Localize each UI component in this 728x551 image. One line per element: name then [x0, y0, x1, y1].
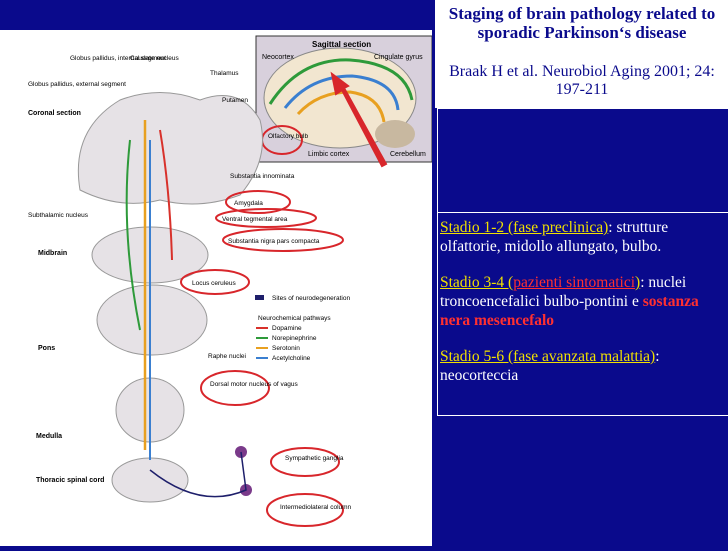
stage-3-4-link-a[interactable]: Stadio 3-4 ( [440, 274, 514, 291]
circle-snpc [222, 228, 344, 252]
divider-bottom [437, 415, 728, 416]
circle-vta [215, 208, 317, 228]
label-coronal: Coronal section [28, 110, 81, 117]
label-caudate: Caudate nucleus [130, 55, 180, 62]
sagittal-neocortex-line [268, 58, 414, 105]
pathway-sympathetic [149, 451, 247, 498]
stage-3-4-link-c[interactable]: ) [635, 274, 641, 291]
sagittal-cingulate-line [283, 74, 400, 111]
circle-amygdala [225, 190, 291, 214]
stages-panel: Stadio 1-2 (fase preclinica): strutture … [440, 218, 725, 402]
circle-intermedio [266, 493, 344, 527]
label-snpc: Substantia nigra pars compacta [228, 238, 320, 245]
reference-citation: Braak H et al. Neurobiol Aging 2001; 24:… [449, 63, 715, 98]
label-dorsal-motor: Dorsal motor nucleus of vagus [210, 381, 299, 388]
stage-3-4-link-b[interactable]: pazienti sintomatici [513, 274, 636, 291]
pathology-figure: Sagittal section Neocortex Cingulate gyr… [0, 30, 433, 546]
label-cingulate: Cingulate gyrus [374, 54, 423, 61]
legend-sites: Sites of neurodegeneration [272, 295, 350, 302]
thoracic-section [111, 457, 189, 503]
label-raphe: Raphe nuclei [208, 353, 246, 360]
label-subthalamic: Subthalamic nucleus [28, 212, 89, 219]
label-subst-innominata: Substantia innominata [230, 173, 295, 180]
circle-dorsal-motor [200, 370, 270, 406]
stage-5-6-link[interactable]: Stadio 5-6 (fase avanzata malattia) [440, 348, 656, 365]
stage-5-6-text: : neocorteccia [440, 348, 660, 384]
label-thoracic: Thoracic spinal cord [36, 477, 104, 484]
sagittal-cerebellum [375, 120, 415, 148]
red-arrow [330, 71, 388, 168]
sagittal-limbic-line [296, 90, 386, 123]
circle-locus [180, 269, 250, 295]
pons-section [96, 284, 208, 356]
label-cerebellum: Cerebellum [390, 151, 426, 158]
legend-pathways: Neurochemical pathways [258, 315, 331, 322]
stage-1-2-link[interactable]: Stadio 1-2 (fase preclinica) [440, 219, 609, 236]
label-amygdala: Amygdala [234, 200, 263, 207]
divider-middle [437, 212, 728, 213]
divider-vertical [437, 108, 438, 416]
stage-3-4: Stadio 3-4 (pazienti sintomatici): nucle… [440, 273, 725, 330]
figure-svg: Sagittal section Neocortex Cingulate gyr… [5, 30, 433, 546]
sagittal-title: Sagittal section [312, 40, 371, 49]
label-thalamus: Thalamus [210, 70, 239, 77]
label-medulla: Medulla [36, 433, 62, 440]
legend-ach: Acetylcholine [272, 355, 311, 362]
label-gp-internal: Globus pallidus, internal segment [70, 55, 166, 62]
pathway-dopamine [159, 129, 173, 261]
coronal-brain [77, 92, 263, 205]
label-olfactory: Olfactory bulb [268, 133, 308, 140]
label-gp-external: Globus pallidus, external segment [28, 81, 126, 88]
label-sympathetic: Sympathetic ganglia [285, 455, 344, 462]
label-limbic: Limbic cortex [308, 151, 350, 158]
stage-1-2: Stadio 1-2 (fase preclinica): strutture … [440, 218, 725, 256]
stage-5-6: Stadio 5-6 (fase avanzata malattia): neo… [440, 347, 725, 385]
label-putamen: Putamen [222, 97, 248, 104]
divider-top [437, 108, 728, 109]
stage-1-2-text: : strutture olfattorie, midollo allungat… [440, 219, 669, 255]
header-background [435, 0, 728, 108]
stage-3-4-text: : nuclei troncoencefalici bulbo-pontini … [440, 274, 687, 310]
label-midbrain: Midbrain [38, 250, 67, 257]
legend-serotonin: Serotonin [272, 345, 300, 352]
label-neocortex: Neocortex [262, 54, 294, 61]
legend-dopamine: Dopamine [272, 325, 302, 332]
pathway-norepinephrine [125, 139, 141, 331]
legend-norepi: Norepinephrine [272, 335, 317, 342]
slide-title: Staging of brain pathology related to sp… [448, 4, 716, 42]
label-pons: Pons [38, 345, 55, 352]
legend-sites-swatch [255, 295, 264, 300]
label-vta: Ventral tegmental area [222, 216, 288, 223]
circle-sympathetic [270, 447, 340, 477]
label-intermedio: Intermediolateral column [280, 504, 352, 511]
label-locus: Locus ceruleus [192, 280, 236, 287]
stage-3-4-highlight: sostanza nera mesencefalo [440, 293, 699, 329]
